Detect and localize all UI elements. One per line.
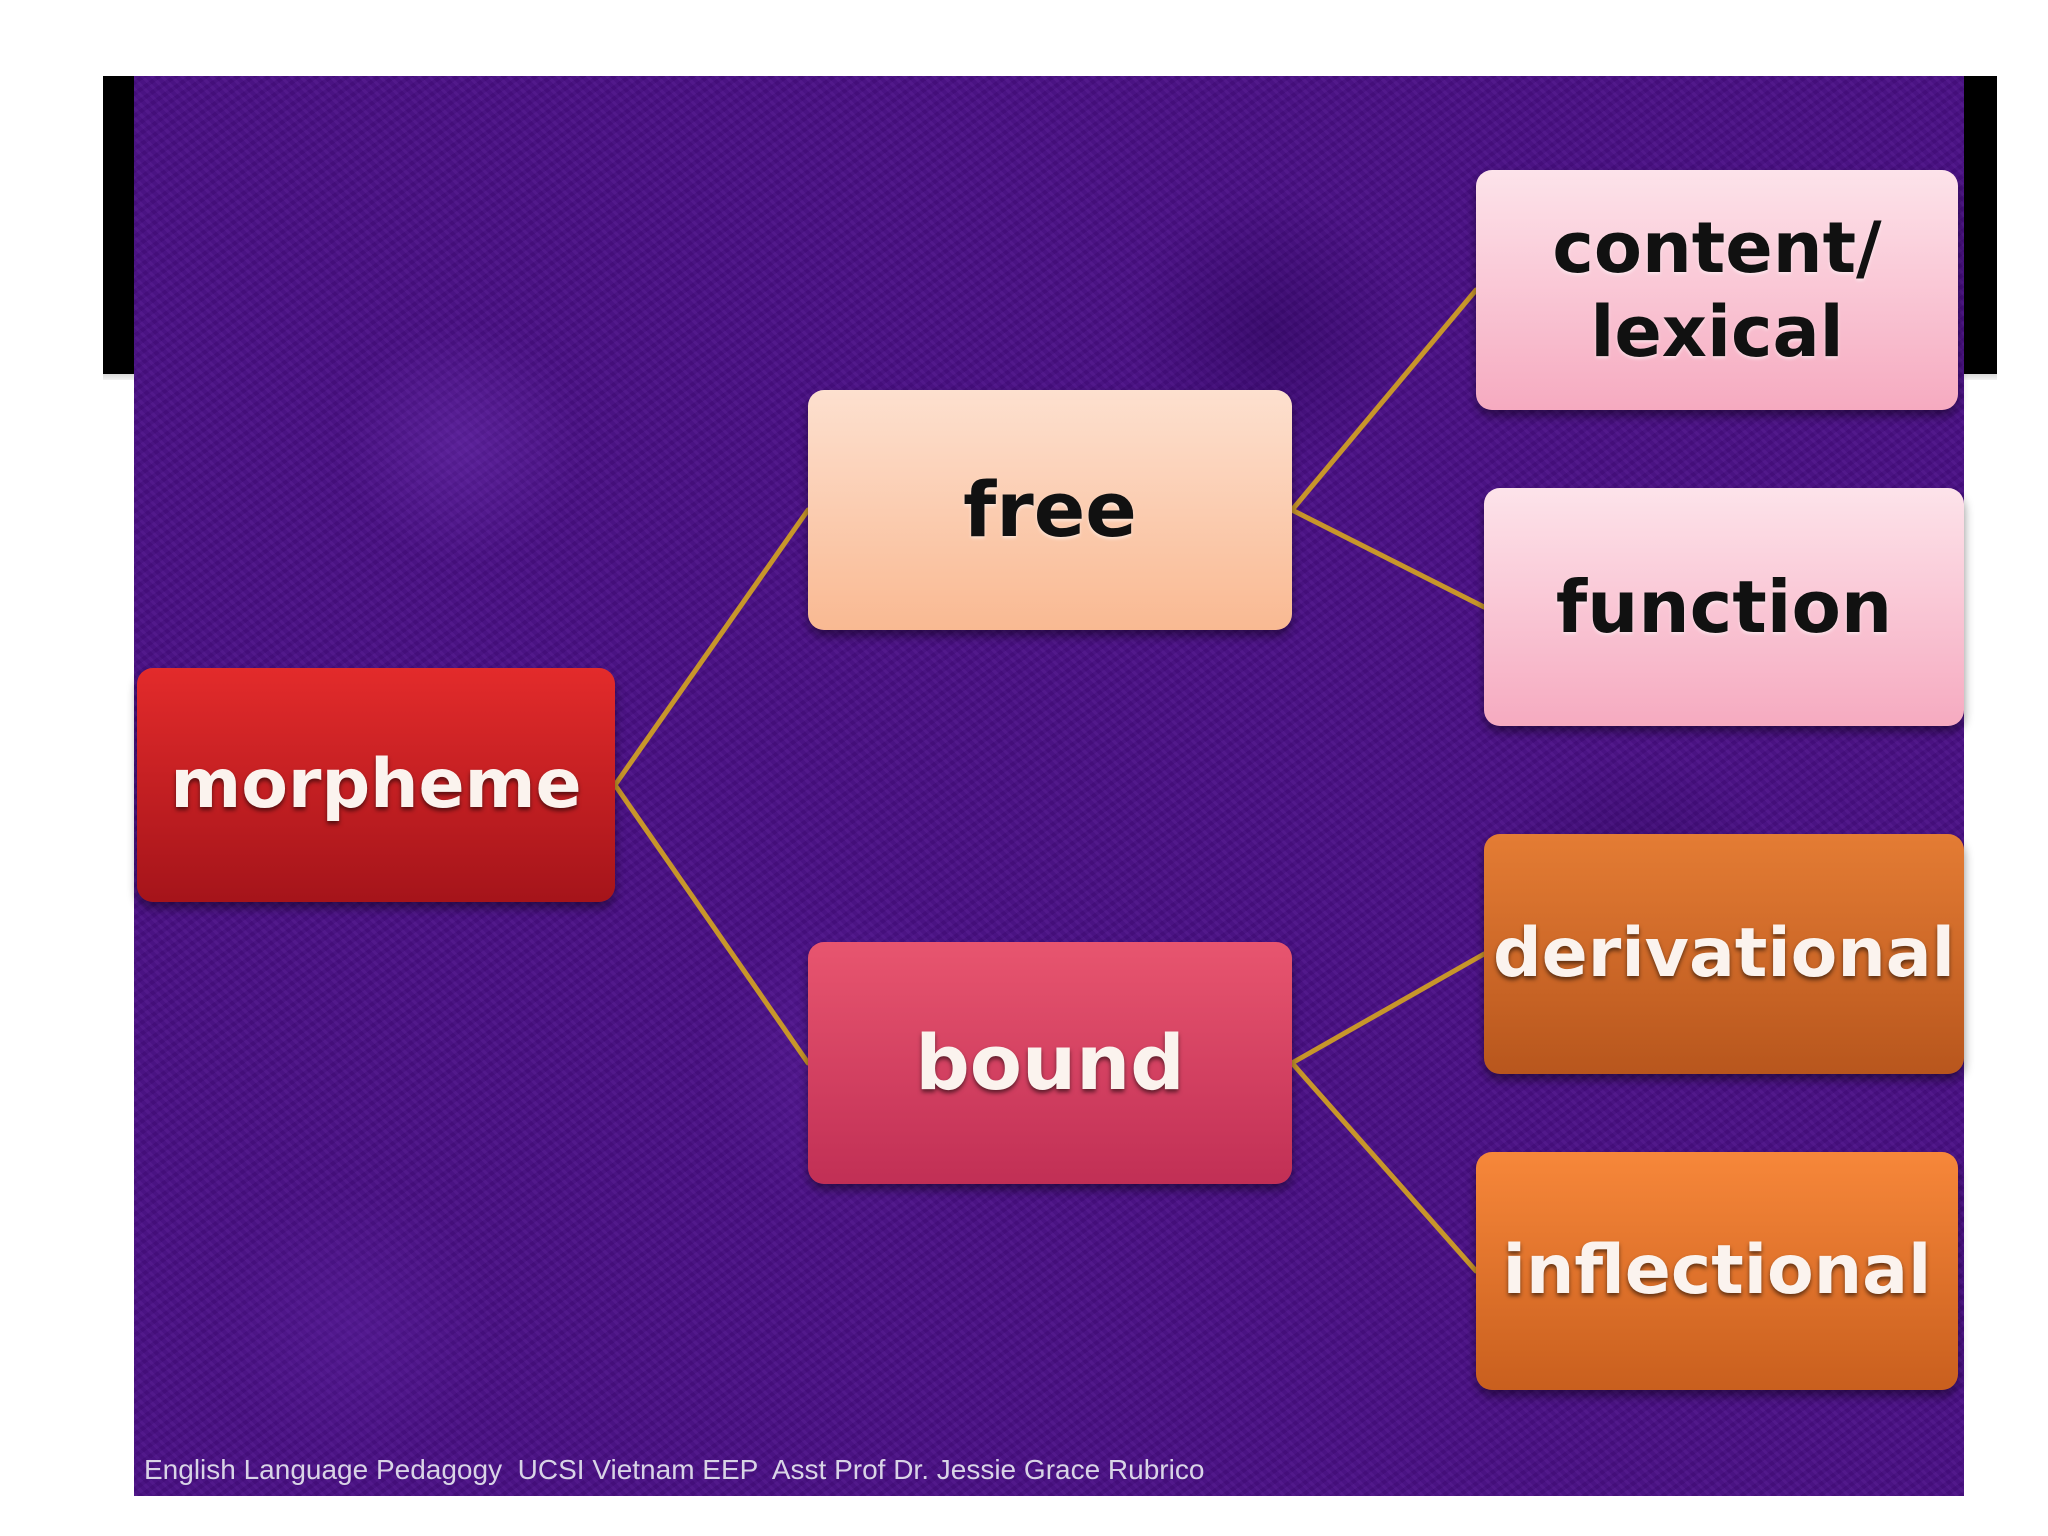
node-bound: bound	[808, 942, 1292, 1184]
connector-morpheme-bound	[612, 782, 811, 1066]
node-content-lexical-label: content/ lexical	[1552, 207, 1882, 373]
node-function-label: function	[1555, 564, 1893, 649]
node-inflectional: inflectional	[1476, 1152, 1958, 1390]
node-bound-label: bound	[915, 1018, 1185, 1108]
node-derivational-label: derivational	[1493, 914, 1955, 994]
connector-free-function	[1289, 507, 1487, 610]
connector-free-content	[1289, 287, 1479, 513]
node-function: function	[1484, 488, 1964, 726]
node-inflectional-label: inflectional	[1502, 1231, 1932, 1311]
connector-bound-inflectional	[1289, 1060, 1479, 1274]
node-free: free	[808, 390, 1292, 630]
slide-footer: English Language Pedagogy UCSI Vietnam E…	[144, 1454, 1205, 1485]
node-morpheme: morpheme	[137, 668, 615, 902]
node-free-label: free	[963, 465, 1137, 555]
node-derivational: derivational	[1484, 834, 1964, 1074]
node-content-lexical: content/ lexical	[1476, 170, 1958, 410]
node-morpheme-label: morpheme	[170, 745, 582, 825]
connector-morpheme-free	[612, 507, 811, 788]
connector-bound-derivational	[1289, 951, 1487, 1066]
